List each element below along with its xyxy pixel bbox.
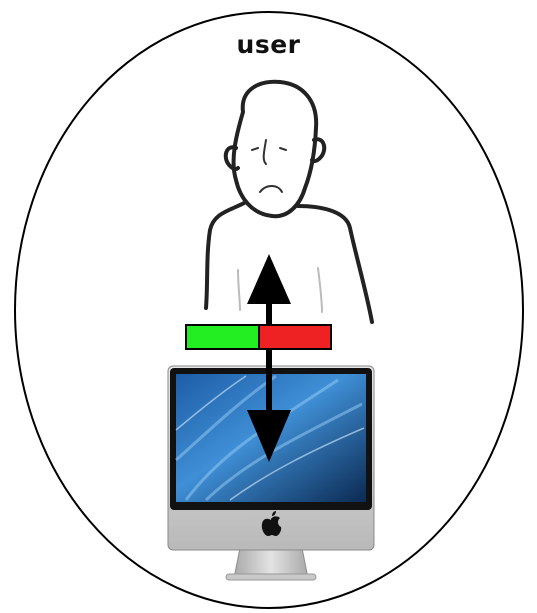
arrow-head-up: [247, 254, 291, 304]
user-nose: [264, 140, 266, 164]
user-left-eye: [252, 148, 258, 150]
user-figure: [206, 82, 372, 322]
user-chest-line-left: [238, 270, 240, 310]
bar-segment-good: [186, 325, 259, 349]
user-right-eye: [280, 148, 286, 150]
user-frown: [260, 186, 282, 192]
user-torso: [206, 202, 246, 308]
rating-bar: [186, 325, 331, 349]
user-head: [234, 82, 317, 216]
bar-segment-bad: [259, 325, 331, 349]
user-chest-line-right: [318, 268, 322, 312]
